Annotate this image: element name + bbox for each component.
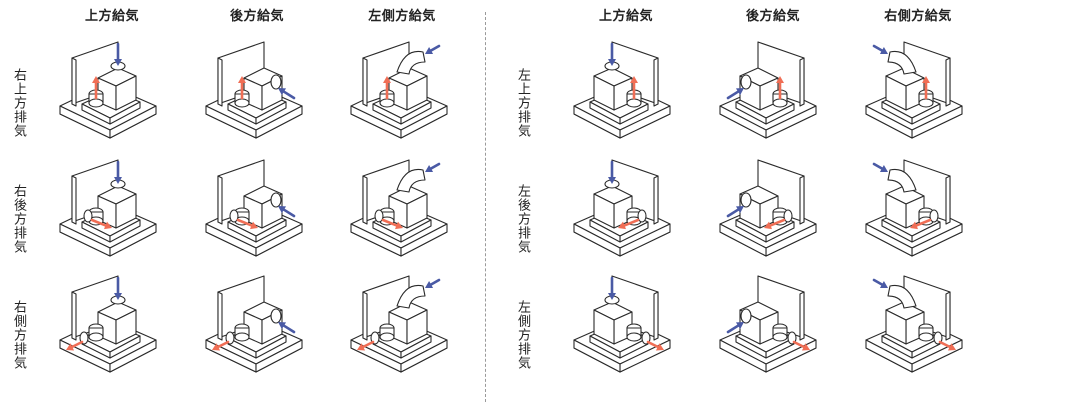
right-group-unit-rear-exhaust-rear-intake: [714, 158, 824, 258]
right-row-label-rear-exhaust: 左後方排気: [515, 184, 530, 254]
unit-diagram: [59, 41, 157, 139]
right-group-unit-top-exhaust-rear-intake: [714, 40, 824, 140]
right-col-header-side-intake: 右側方給気: [884, 9, 952, 24]
left-col-header-side-intake: 左側方給気: [368, 9, 436, 24]
right-row-label-top-exhaust: 左上方排気: [515, 68, 530, 138]
right-group-unit-side-exhaust-side-intake: [860, 274, 970, 374]
left-group-unit-side-exhaust-side-intake: [343, 274, 453, 374]
left-row-label-top-exhaust: 右上方排気: [11, 68, 26, 138]
left-group-unit-rear-exhaust-top-intake: [52, 158, 162, 258]
left-col-header-rear-intake: 後方給気: [229, 9, 284, 24]
unit-diagram: [865, 159, 963, 257]
unit-diagram: [205, 275, 303, 373]
left-col-header-top-intake: 上方給気: [84, 9, 139, 24]
unit-diagram: [865, 41, 963, 139]
unit-diagram: [205, 41, 303, 139]
unit-diagram: [573, 159, 671, 257]
right-group-unit-top-exhaust-top-intake: [568, 40, 678, 140]
left-group-unit-side-exhaust-top-intake: [52, 274, 162, 374]
right-group-unit-top-exhaust-side-intake: [860, 40, 970, 140]
left-group-unit-top-exhaust-rear-intake: [198, 40, 308, 140]
unit-diagram: [573, 41, 671, 139]
right-group-unit-side-exhaust-rear-intake: [714, 274, 824, 374]
unit-diagram: [59, 159, 157, 257]
unit-diagram: [719, 41, 817, 139]
left-group-unit-top-exhaust-side-intake: [343, 40, 453, 140]
unit-diagram: [865, 275, 963, 373]
unit-diagram: [719, 275, 817, 373]
group-divider: [485, 12, 486, 402]
right-row-label-side-exhaust: 左側方排気: [515, 300, 530, 370]
left-row-label-rear-exhaust: 右後方排気: [11, 184, 26, 254]
left-group-unit-side-exhaust-rear-intake: [198, 274, 308, 374]
unit-diagram: [350, 275, 448, 373]
left-row-label-side-exhaust: 右側方排気: [11, 300, 26, 370]
unit-diagram: [719, 159, 817, 257]
unit-diagram: [350, 41, 448, 139]
right-col-header-rear-intake: 後方給気: [745, 9, 800, 24]
right-group-unit-rear-exhaust-top-intake: [568, 158, 678, 258]
unit-diagram: [573, 275, 671, 373]
unit-diagram: [350, 159, 448, 257]
right-group-unit-rear-exhaust-side-intake: [860, 158, 970, 258]
left-group-unit-rear-exhaust-side-intake: [343, 158, 453, 258]
right-group-unit-side-exhaust-top-intake: [568, 274, 678, 374]
left-group-unit-rear-exhaust-rear-intake: [198, 158, 308, 258]
left-group-unit-top-exhaust-top-intake: [52, 40, 162, 140]
unit-diagram: [59, 275, 157, 373]
unit-diagram: [205, 159, 303, 257]
right-col-header-top-intake: 上方給気: [598, 9, 653, 24]
